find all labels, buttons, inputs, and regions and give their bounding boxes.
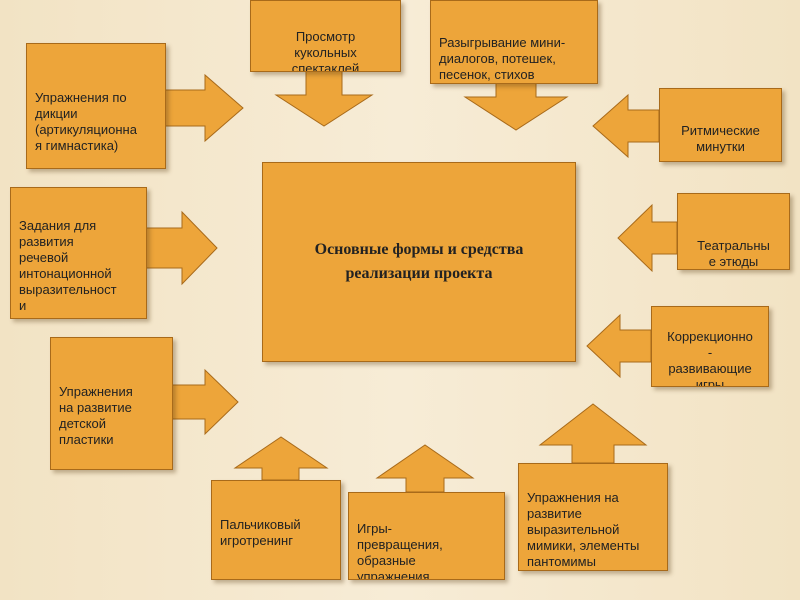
box-text: Задания для развития речевой интонационн…	[19, 218, 117, 313]
arrow-down-mini-dialogs	[463, 81, 569, 131]
box-text: Коррекционно - развивающие игры	[667, 329, 753, 387]
box-text: Игры- превращения, образные упражнения	[357, 521, 443, 580]
box-finger-training: Пальчиковый игротренинг	[211, 480, 341, 580]
box-plasticity-exercises: Упражнения на развитие детской пластики	[50, 337, 173, 470]
box-transformation-games: Игры- превращения, образные упражнения	[348, 492, 505, 580]
box-text: Пальчиковый игротренинг	[220, 517, 301, 548]
arrow-down-puppet-shows	[274, 69, 374, 127]
arrow-right-plasticity	[171, 368, 239, 436]
box-theatre-etudes: Театральны е этюды	[677, 193, 790, 270]
arrow-left-correctional	[586, 313, 652, 379]
box-correctional-games: Коррекционно - развивающие игры	[651, 306, 769, 387]
arrow-right-intonation	[145, 210, 218, 286]
box-text: Просмотр кукольных спектаклей	[291, 29, 360, 72]
arrow-left-rhythmic	[592, 93, 660, 159]
box-intonation-tasks: Задания для развития речевой интонационн…	[10, 187, 147, 319]
box-text: Упражнения по дикции (артикуляционна я г…	[35, 90, 137, 153]
arrow-right-diction	[164, 73, 244, 143]
box-text: Упражнения на развитие детской пластики	[59, 384, 133, 447]
box-text: Разыгрывание мини- диалогов, потешек, пе…	[439, 35, 566, 82]
center-title: Основные формы и средства реализации про…	[314, 241, 524, 282]
arrow-left-etudes	[617, 203, 678, 273]
box-rhythmic-minutes: Ритмические минутки	[659, 88, 782, 162]
box-text: Ритмические минутки	[681, 123, 760, 154]
arrow-up-mimicry	[538, 403, 648, 464]
box-diction-exercises: Упражнения по дикции (артикуляционна я г…	[26, 43, 166, 169]
box-text: Упражнения на развитие выразительной мим…	[527, 490, 640, 569]
box-puppet-shows: Просмотр кукольных спектаклей	[250, 0, 401, 72]
center-box: Основные формы и средства реализации про…	[262, 162, 576, 362]
arrow-up-finger	[233, 436, 329, 481]
arrow-up-transformation	[375, 444, 475, 493]
box-text: Театральны е этюды	[697, 238, 770, 269]
box-mimicry-exercises: Упражнения на развитие выразительной мим…	[518, 463, 668, 571]
box-mini-dialogs: Разыгрывание мини- диалогов, потешек, пе…	[430, 0, 598, 84]
